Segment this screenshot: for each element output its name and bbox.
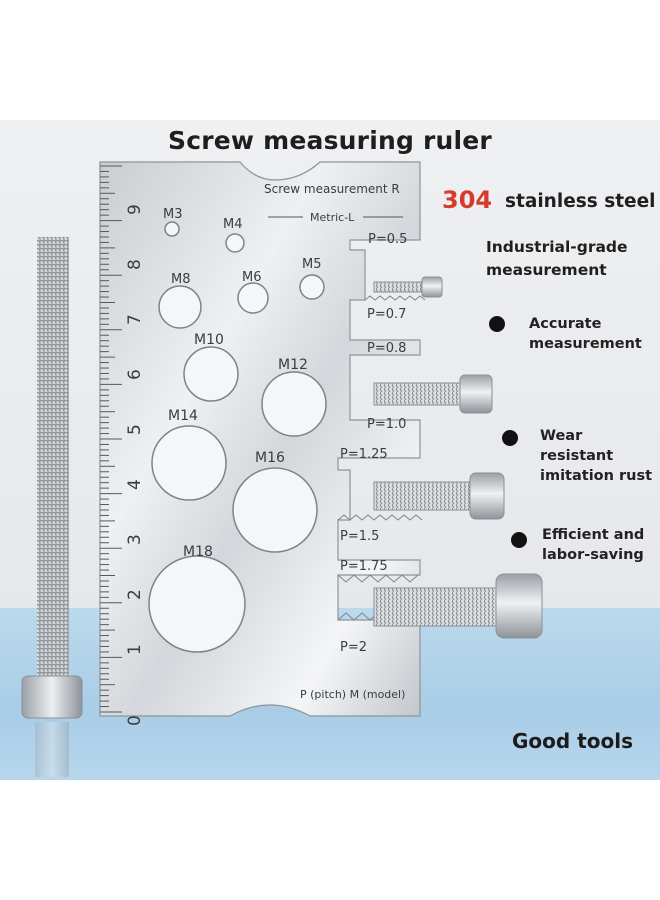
feature-2-line-1: Wear resistant [540,428,614,464]
hole-label-m10: M10 [194,332,224,348]
bolt-xlarge-icon [373,573,543,639]
ruler-number-3: 3 [125,534,145,545]
hole-m12 [261,371,327,437]
tagline: Good tools [512,729,633,753]
pitch-label-1-5: P=1.5 [340,529,379,544]
hole-label-m3: M3 [163,207,183,222]
hole-label-m8: M8 [171,272,191,287]
hole-label-m16: M16 [255,450,285,466]
ruler-number-6: 6 [125,369,145,380]
feature-1-line-2: measurement [529,336,642,352]
feature-1-line-1: Accurate [529,316,602,332]
long-bolt-icon [21,237,83,777]
pitch-label-1-25: P=1.25 [340,447,388,462]
hole-m4 [225,233,245,253]
bolt-samples [373,276,543,639]
feature-accurate: Accurate measurement [529,314,642,354]
bolt-large-icon [373,472,505,520]
hole-m14 [151,425,227,501]
ruler-number-4: 4 [125,479,145,490]
hole-label-m14: M14 [168,408,198,424]
material-text: stainless steel [505,191,656,212]
hole-label-m18: M18 [183,544,213,560]
hole-label-m12: M12 [278,357,308,373]
pitch-label-0-5: P=0.5 [368,232,407,247]
ruler-number-0: 0 [125,715,145,726]
ruler-scale [100,165,122,713]
feature-3-line-2: labor-saving [542,547,644,563]
ruler-number-5: 5 [125,424,145,435]
bolt-small-icon [373,276,443,298]
feature-wear: Wear resistant imitation rust [540,426,660,486]
ruler-numbers: 0 1 2 3 4 5 6 7 8 9 [125,204,145,726]
ruler-number-8: 8 [125,259,145,270]
hole-m6 [237,282,269,314]
hole-m3 [164,221,180,237]
hole-labels: M3 M4 M8 M6 M5 M10 M12 M14 M16 M18 [163,207,322,560]
grade-text: Industrial-grade measurement [486,236,628,282]
card-footer: P (pitch) M (model) [300,688,405,701]
grade-line-2: measurement [486,261,607,279]
ruler-number-7: 7 [125,314,145,325]
bullet-dot-3-icon [511,532,527,548]
ruler-number-2: 2 [125,589,145,600]
hole-gauges [148,221,327,653]
pitch-label-0-8: P=0.8 [367,341,406,356]
hole-label-m6: M6 [242,270,262,285]
hole-m10 [183,346,239,402]
hole-label-m5: M5 [302,257,322,272]
bullet-dot-2-icon [502,430,518,446]
feature-3-line-1: Efficient and [542,527,645,543]
ruler-number-9: 9 [125,204,145,215]
hole-label-m4: M4 [223,217,243,232]
hole-m5 [299,274,325,300]
bolt-medium-icon [373,374,493,414]
pitch-label-1-75: P=1.75 [340,559,388,574]
card-header-left: Metric-L [310,211,355,224]
material-number: 304 [442,186,493,214]
pitch-label-2: P=2 [340,640,367,655]
feature-2-line-2: imitation rust [540,468,653,484]
ruler-number-1: 1 [125,644,145,655]
pitch-label-0-7: P=0.7 [367,307,406,322]
page-title: Screw measuring ruler [168,126,492,155]
hole-m16 [232,467,318,553]
pitch-label-1-0: P=1.0 [367,417,406,432]
hole-m18 [148,555,246,653]
hole-m8 [158,285,202,329]
bullet-dot-1-icon [489,316,505,332]
feature-efficient: Efficient and labor-saving [542,525,644,565]
card-header-right: Screw measurement R [264,182,400,196]
grade-line-1: Industrial-grade [486,238,628,256]
pitch-labels: P=0.5 P=0.7 P=0.8 P=1.0 P=1.25 P=1.5 P=1… [340,232,407,655]
